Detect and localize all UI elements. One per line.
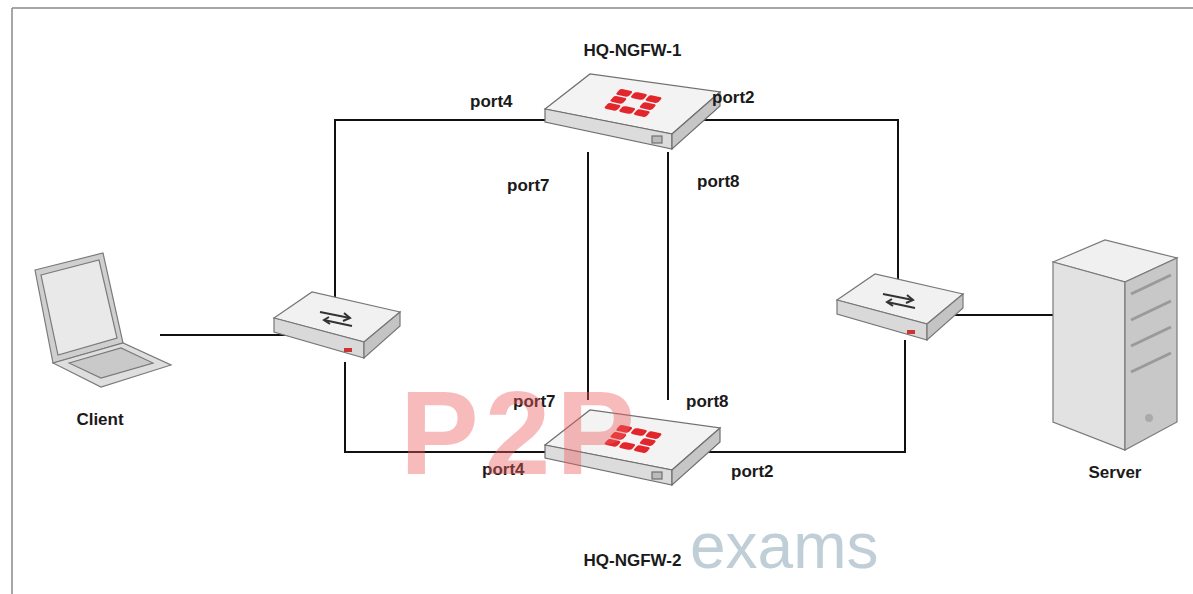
device-port: [652, 136, 662, 143]
device-side: [672, 428, 720, 485]
ha-link: [587, 152, 589, 400]
network-switch: [274, 292, 400, 358]
server-node: Server: [1045, 232, 1185, 484]
port-label: port2: [712, 88, 755, 108]
fortinet-logo: [604, 89, 663, 118]
fw-icon: [540, 64, 725, 152]
logo-segment: [639, 102, 657, 111]
logo-segment: [645, 95, 663, 104]
server-front: [1053, 262, 1125, 450]
server-side: [1125, 258, 1177, 450]
port-label: port4: [470, 92, 513, 112]
logo-segment: [618, 106, 636, 115]
laptop-screen: [41, 260, 117, 355]
device-front: [545, 109, 672, 149]
power-button: [1145, 414, 1153, 422]
logo-segment: [645, 431, 663, 440]
logo-segment: [609, 96, 627, 105]
image-frame: [12, 8, 1193, 594]
port-label: port8: [697, 172, 740, 192]
logo-segment: [604, 103, 622, 112]
device-label: Server: [1089, 462, 1142, 484]
device-label: HQ-NGFW-1: [584, 40, 682, 62]
device-port: [652, 472, 662, 479]
network-switch: [837, 274, 963, 340]
logo-segment: [633, 109, 651, 118]
logo-segment: [639, 438, 657, 447]
laptop-keyboard: [69, 348, 153, 378]
firewall-node: HQ-NGFW-1: [540, 40, 725, 152]
laptop-icon: [25, 245, 175, 395]
device-label: HQ-NGFW-2: [584, 550, 682, 572]
logo-segment: [615, 89, 633, 98]
drive-bays: [1131, 275, 1171, 372]
device-label: Client: [76, 409, 123, 431]
ha-link: [667, 152, 669, 400]
laptop-base: [53, 343, 171, 387]
client-node: Client: [25, 245, 175, 431]
port-label: port7: [507, 176, 550, 196]
watermark: exams: [690, 508, 879, 584]
watermark: P2P: [400, 368, 641, 498]
server-icon: [1045, 232, 1185, 454]
logo-segment: [630, 92, 648, 101]
port-label: port8: [686, 392, 729, 412]
port-label: port2: [731, 462, 774, 482]
